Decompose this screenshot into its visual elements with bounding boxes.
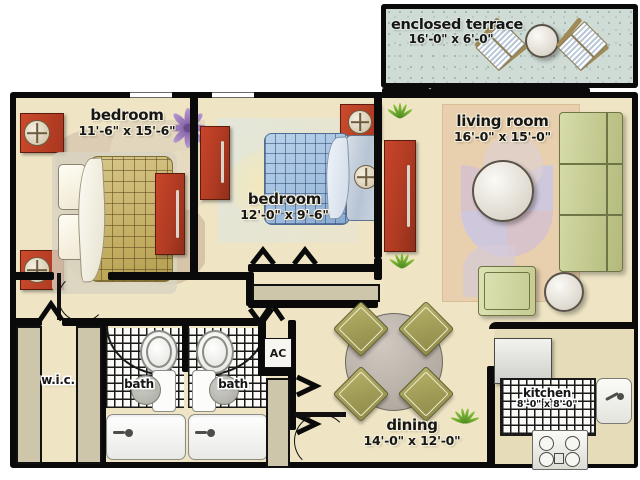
wall-bedroom1-bottom-right: [108, 272, 194, 280]
kitchen-tile-floor: [500, 378, 596, 436]
closet-arrow-bedroom2-a: [250, 246, 276, 266]
door-leaf-bedroom1[interactable]: [57, 273, 61, 320]
entry-door-swing[interactable]: [294, 414, 348, 468]
wall-closet-bedroom2-top: [248, 264, 378, 272]
wall-closet-bedroom2-bottom: [248, 300, 378, 308]
wall-kitchen-left: [487, 366, 495, 466]
bedroom2-lamp: [348, 110, 372, 134]
ac-label: AC: [269, 346, 287, 360]
window-bedroom1: [130, 92, 172, 98]
bath2-bathtub: [188, 414, 268, 460]
bedroom1-flower-icon: [168, 108, 208, 148]
entry-door-leaf[interactable]: [294, 412, 346, 417]
ac-door-arrow: [258, 300, 286, 322]
wall-terrace-slider: [430, 88, 590, 96]
terrace-side-table: [525, 24, 559, 58]
wall-wic-right: [98, 318, 106, 466]
wall-closet-bedroom2-left: [246, 272, 254, 306]
ac-closet[interactable]: AC: [264, 338, 292, 368]
window-bedroom2: [212, 92, 254, 98]
plant-icon-dining: [448, 406, 482, 440]
wall-bedroom2-bottom: [190, 272, 250, 280]
wic-shelf-left: [16, 326, 42, 464]
door-swing-bedroom1[interactable]: [58, 274, 106, 322]
bath1-sink-inner: [146, 336, 172, 368]
bath2-sink-inner: [202, 336, 228, 368]
wall-bedroom1-bottom-left: [14, 272, 54, 280]
plant-icon-bottom-living: [388, 253, 416, 282]
living-room-armchair: [478, 266, 536, 316]
wall-baths-top: [104, 318, 264, 326]
wall-living-top-left: [382, 88, 430, 96]
kitchen-stove: [532, 430, 588, 470]
ac-closet-shelf: [266, 378, 290, 468]
kitchen-sink: [596, 378, 632, 424]
wall-between-bedrooms: [190, 96, 198, 278]
bath2-toilet: [192, 370, 239, 412]
wall-wic-top-right: [62, 318, 106, 326]
bedroom2-bed: [264, 133, 382, 225]
hall-arrow-2: [295, 412, 322, 436]
living-room-entry-cabinet: [384, 140, 416, 252]
wic-door-arrow: [37, 300, 65, 322]
wall-bedroom2-living: [374, 96, 382, 258]
wall-between-baths: [182, 320, 189, 372]
bedroom1-dresser: [155, 173, 185, 255]
bedroom2-dresser-left: [200, 126, 230, 200]
wic-shelf-right: [76, 326, 102, 464]
wall-ac-right: [288, 320, 296, 430]
living-room-round-table: [472, 160, 534, 222]
closet-arrow-bedroom2-b: [292, 246, 318, 266]
bedroom1-lamp-top: [24, 120, 50, 146]
living-room-side-table: [544, 272, 584, 312]
wall-ac-bottom: [258, 368, 292, 376]
bath1-toilet: [131, 370, 176, 412]
bath1-bathtub: [106, 414, 186, 460]
living-room-sofa: [559, 112, 623, 272]
wall-kitchen-top: [489, 322, 635, 329]
wall-wic-top-left: [14, 318, 42, 326]
wall-ac-left: [258, 318, 266, 376]
wall-bedroom2-living-lower: [374, 258, 382, 280]
hall-arrow-1: [295, 374, 322, 398]
plant-icon-top-living: [386, 103, 414, 132]
